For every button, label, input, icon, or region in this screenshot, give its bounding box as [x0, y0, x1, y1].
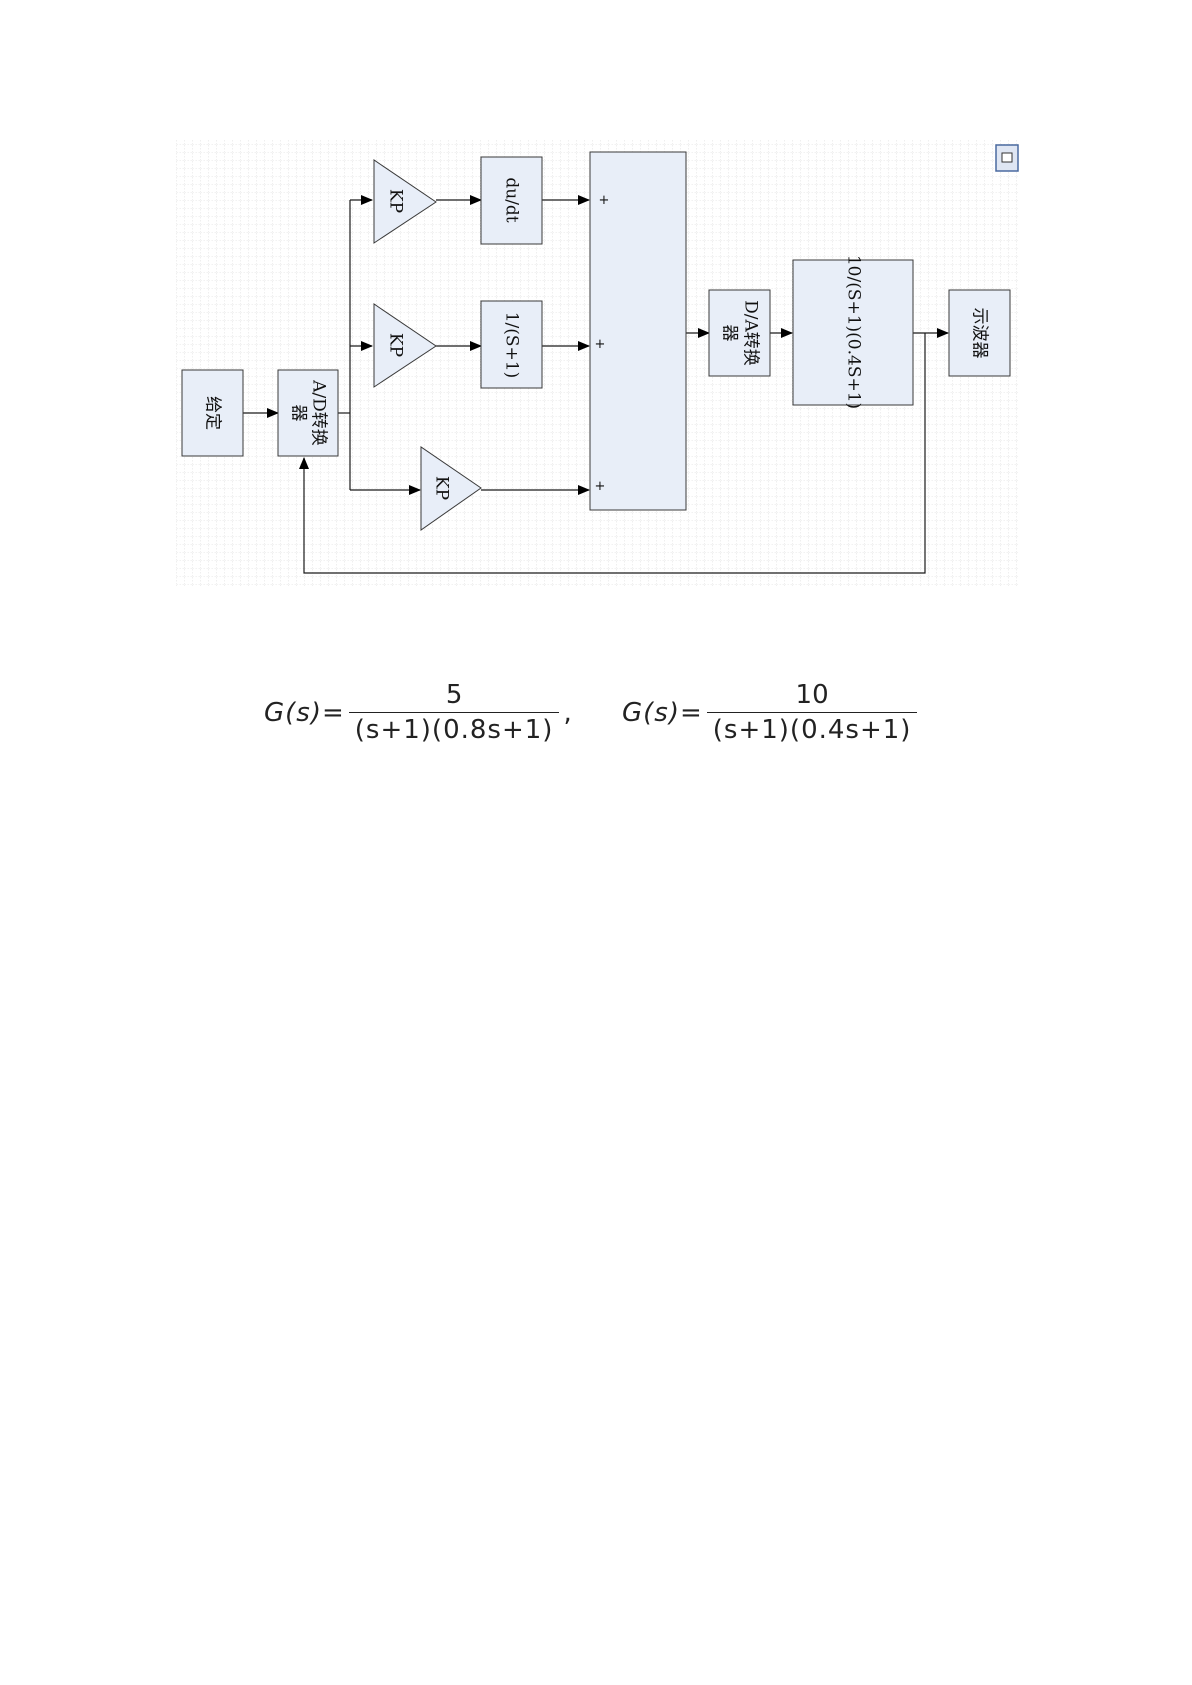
formula-first-comma: ,	[563, 697, 572, 728]
formula-second-denominator: (s+1)(0.4s+1)	[706, 712, 918, 745]
formula-first-fraction: 5 (s+1)(0.8s+1)	[348, 680, 560, 745]
da-converter-block	[708, 289, 771, 377]
plant-label: 10/(S+1)(0.4S+1)	[844, 255, 864, 409]
connections	[243, 195, 949, 574]
kp-gain-top	[373, 159, 437, 244]
plant-block	[792, 259, 914, 406]
formula-second-numerator: 10	[795, 680, 829, 710]
setpoint-label: 给定	[203, 396, 223, 430]
sum-sign-bottom: +	[595, 479, 606, 494]
kp-top-label: KP	[386, 189, 406, 213]
formula-second-lhs: G(s)=	[622, 697, 703, 728]
formula-second-fraction: 10 (s+1)(0.4s+1)	[706, 680, 918, 745]
window-restore-icon-inner	[1001, 152, 1013, 163]
kp-bottom-label: KP	[432, 476, 452, 500]
setpoint-block	[181, 369, 244, 457]
kp-gain-mid	[373, 303, 437, 388]
kp-gain-bottom	[420, 446, 482, 531]
formula-second: G(s)= 10 (s+1)(0.4s+1)	[622, 680, 918, 745]
oscilloscope-label: 示波器	[970, 308, 990, 359]
sum-sign-mid: +	[595, 337, 606, 352]
formula-first-lhs: G(s)=	[264, 697, 345, 728]
ad-converter-label: A/D转换	[309, 379, 329, 446]
ad-converter-block	[277, 369, 339, 457]
block-diagram: 给定 A/D转换 器 KP KP KP du/dt 1/(S+1) + + + …	[176, 140, 1019, 586]
summing-block	[589, 151, 687, 511]
ad-converter-label-2: 器	[289, 405, 309, 422]
da-converter-label-2: 器	[720, 325, 740, 342]
kp-mid-label: KP	[386, 333, 406, 357]
derivative-label: du/dt	[502, 177, 522, 222]
formula-first-denominator: (s+1)(0.8s+1)	[348, 712, 560, 745]
derivative-block	[480, 156, 543, 245]
oscilloscope-block	[948, 289, 1011, 377]
sum-sign-top: +	[599, 193, 610, 208]
formula-first-numerator: 5	[445, 680, 463, 710]
integral-label: 1/(S+1)	[502, 312, 522, 379]
formula-first: G(s)= 5 (s+1)(0.8s+1) ,	[264, 680, 572, 745]
integral-block	[480, 300, 543, 389]
da-converter-label: D/A转换	[741, 300, 761, 366]
